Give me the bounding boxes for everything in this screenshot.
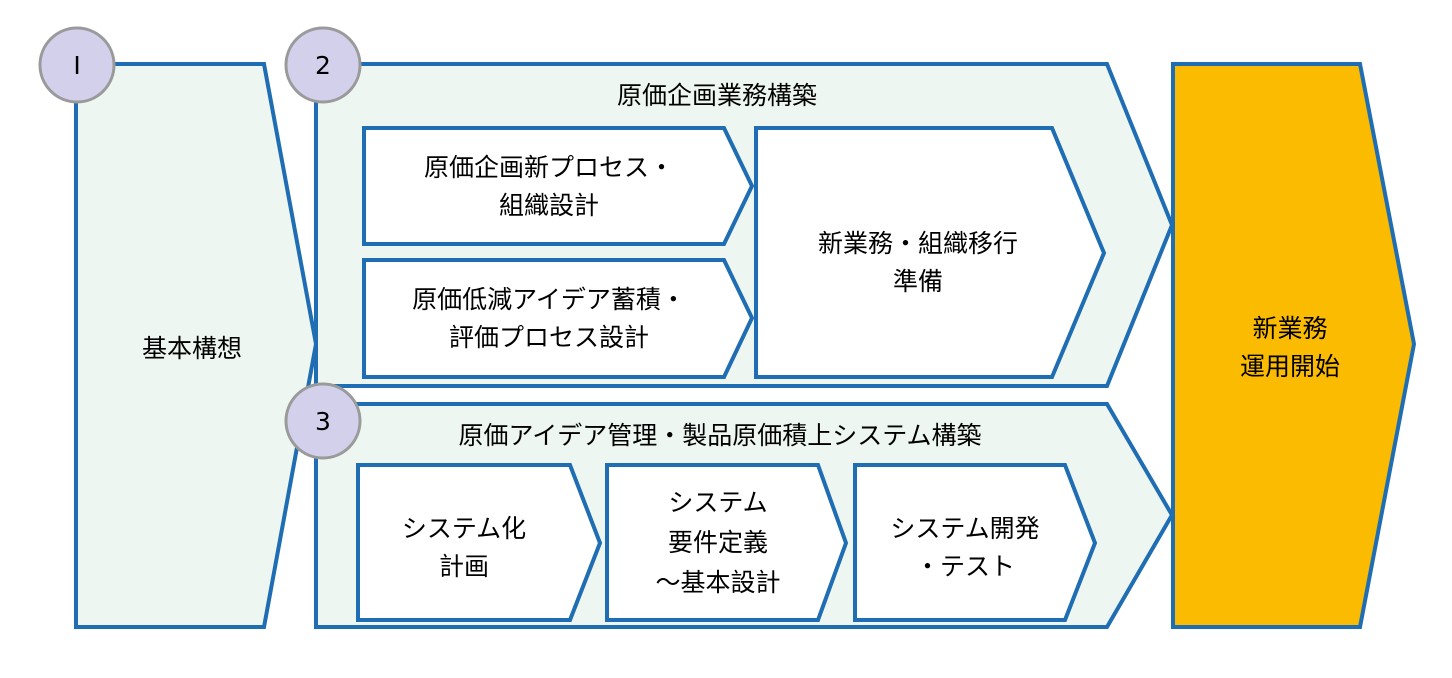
step2-box-b-line1: 原価低減アイデア蓄積・: [412, 285, 686, 314]
step2-box-c: [754, 126, 1107, 379]
step3-title: 原価アイデア管理・製品原価積上システム構築: [458, 421, 981, 450]
badge-3-label: 3: [315, 407, 331, 436]
badge-1-label: I: [73, 51, 80, 80]
step3-box-a: [356, 463, 603, 622]
step2-box-c-line2: 準備: [893, 267, 943, 296]
step3-box-b-line3: ～基本設計: [655, 568, 780, 597]
step2-box-a-line1: 原価企画新プロセス・: [424, 153, 674, 182]
step2-box-b: [362, 258, 755, 379]
step2-title: 原価企画業務構築: [617, 81, 817, 110]
final-line1: 新業務: [1252, 314, 1327, 343]
step3-box-c: [853, 463, 1098, 622]
final-line2: 運用開始: [1240, 352, 1340, 381]
step2-box-a: [362, 126, 755, 246]
badge-2-label: 2: [315, 51, 331, 80]
step1-chevron: [74, 62, 319, 629]
step3-box-a-line1: システム化: [402, 514, 526, 543]
step3-box-c-line1: システム開発: [890, 514, 1039, 543]
step3-box-a-line2: 計画: [439, 552, 489, 581]
step3-box-b-line1: システム: [668, 488, 767, 517]
step3-box-c-line2: ・テスト: [915, 552, 1015, 581]
step2-box-c-line1: 新業務・組織移行: [818, 229, 1018, 258]
step3-box-b-line2: 要件定義: [668, 528, 768, 557]
step3-box-b: [605, 463, 849, 622]
final-chevron: [1171, 62, 1417, 629]
step1-label: 基本構想: [142, 334, 242, 363]
badge-1: I: [38, 26, 116, 104]
badge-3: 3: [284, 382, 362, 460]
step2-box-a-line2: 組織設計: [499, 191, 599, 220]
step2-box-b-line2: 評価プロセス設計: [449, 323, 649, 352]
badge-2: 2: [284, 26, 362, 104]
